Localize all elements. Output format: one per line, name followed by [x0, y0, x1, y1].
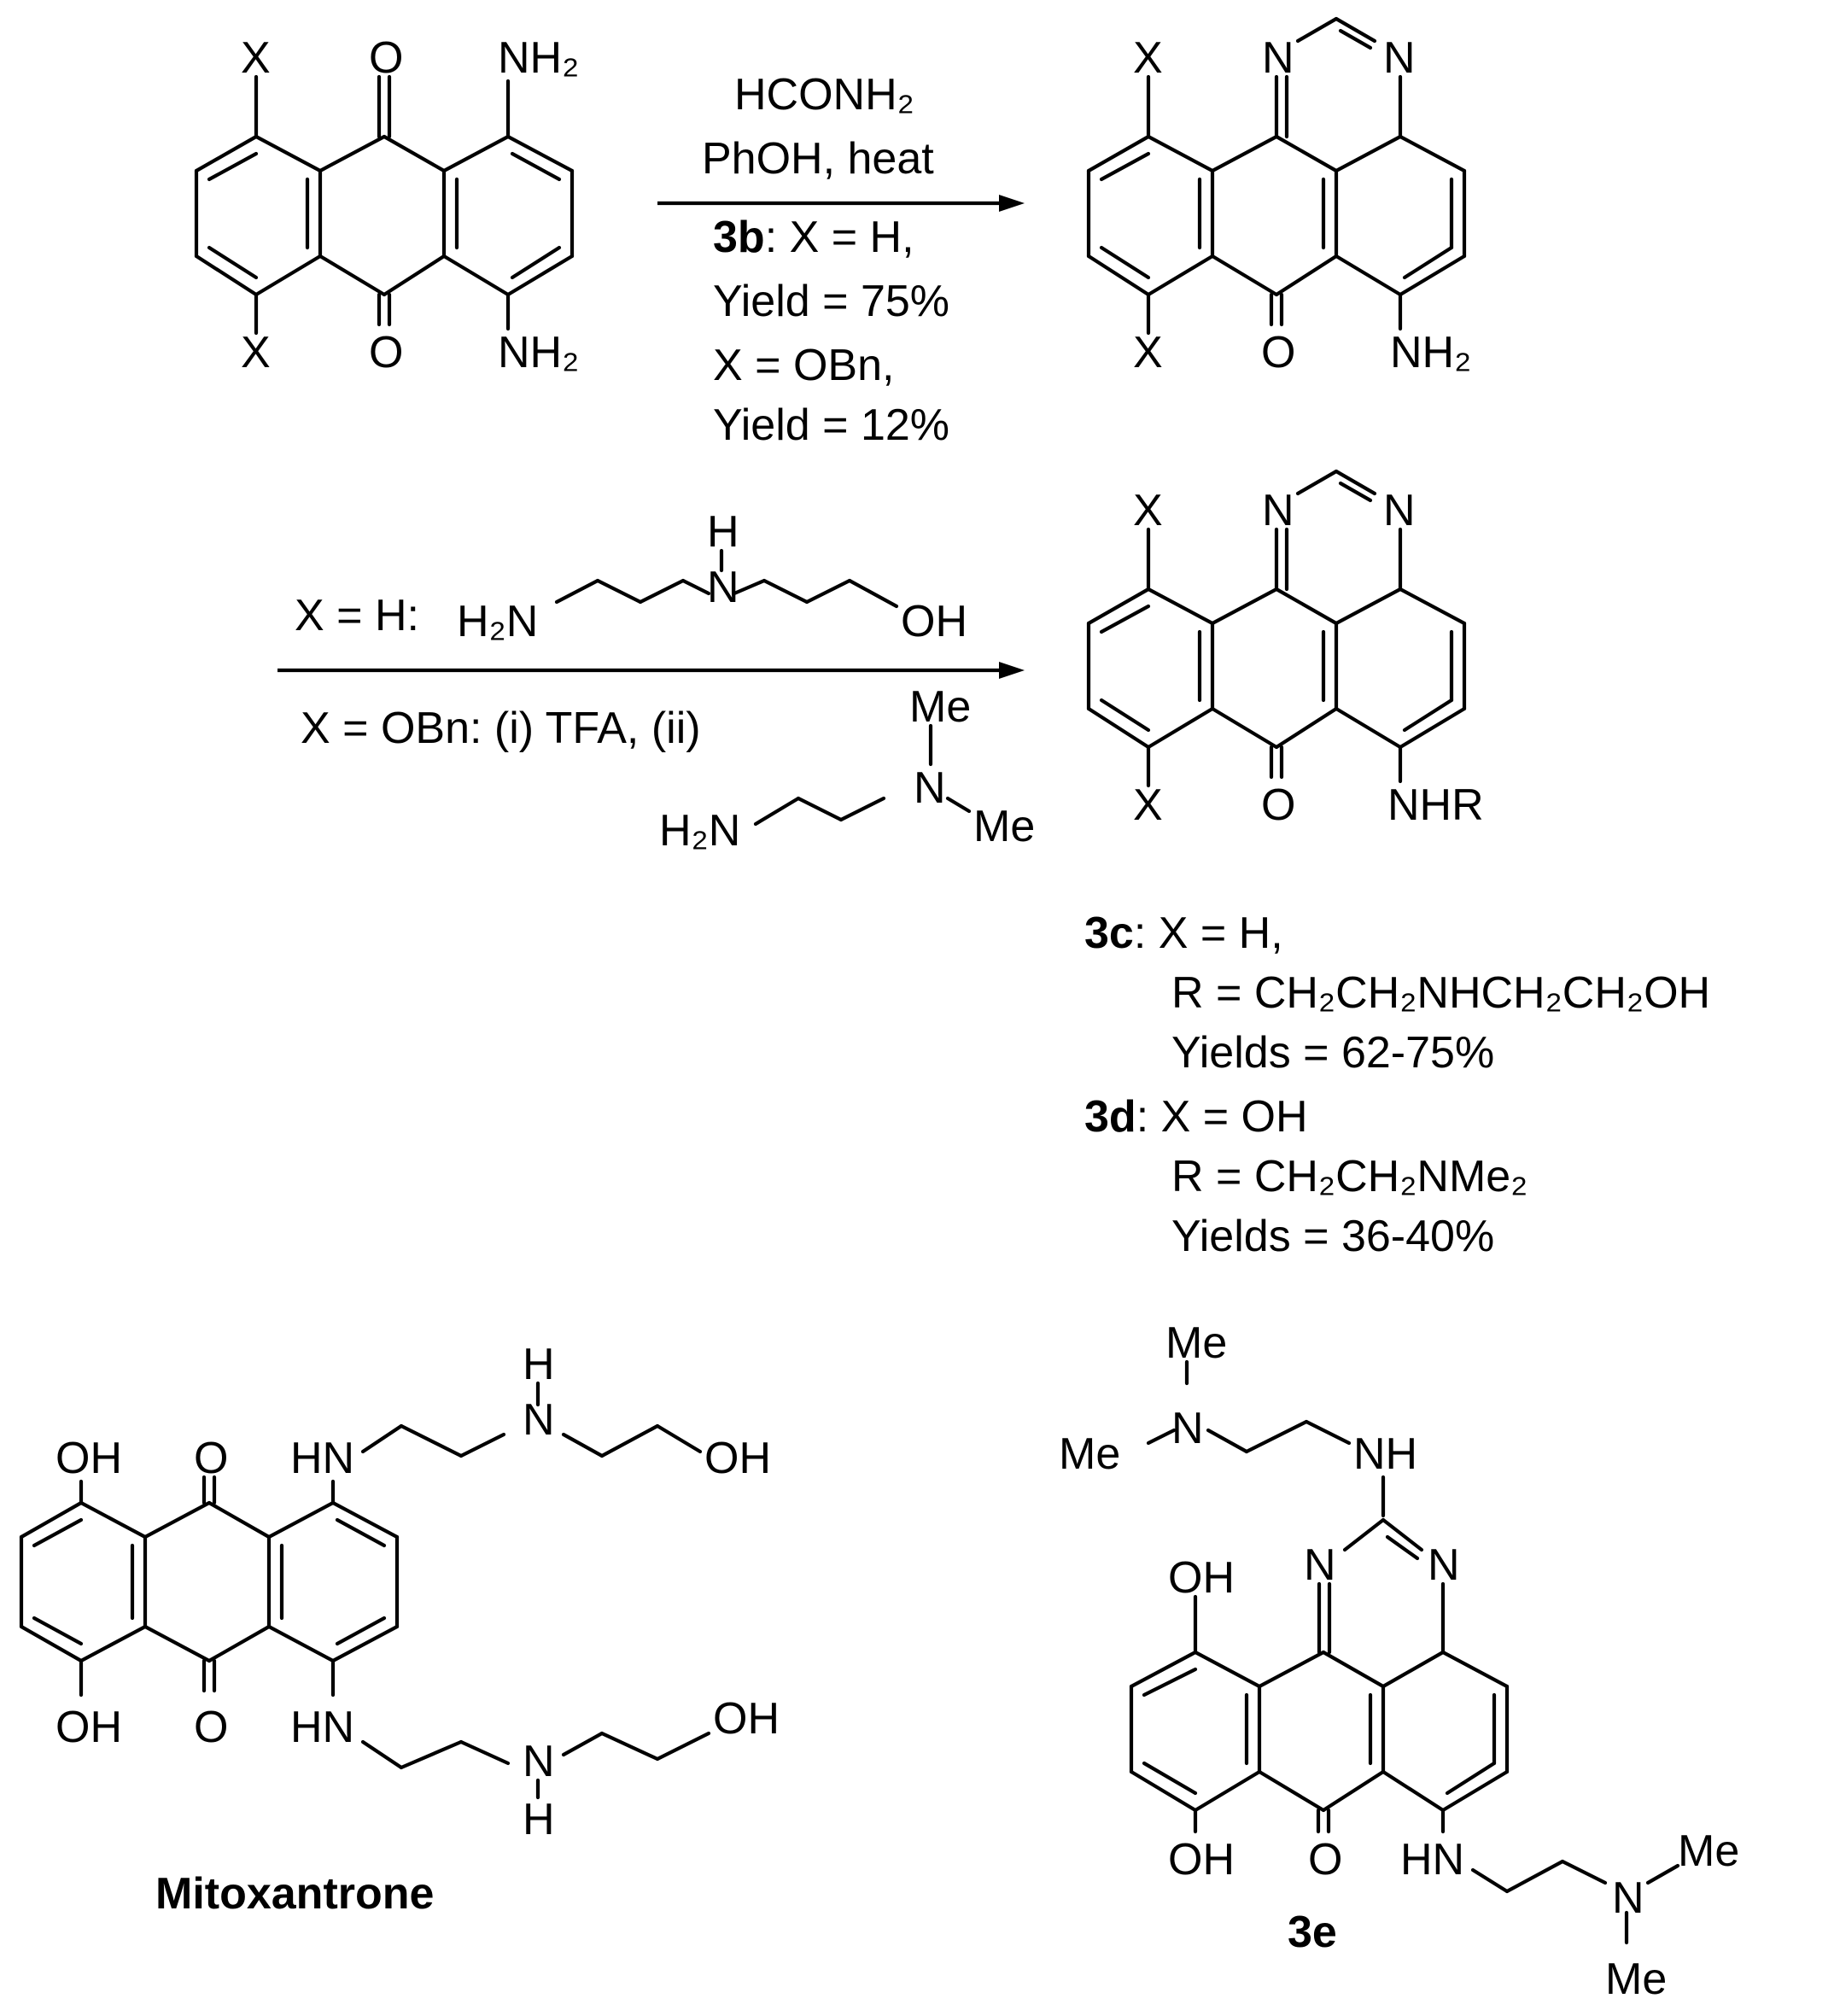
triazine-nitrogen: N	[1304, 1540, 1336, 1590]
tertiary-amine-n: N	[1612, 1873, 1644, 1923]
reagent-formamide: HCONH₂	[734, 70, 914, 120]
hydroxyl-terminus: OH	[901, 597, 967, 646]
methyl-group: Me	[909, 682, 971, 732]
x-substituent: X	[1133, 328, 1163, 377]
condition-obn: X = OBn,	[713, 341, 894, 390]
amine-terminus: H₂N	[457, 597, 538, 646]
x-substituent: X	[241, 33, 271, 83]
product-3c-x-value: : X = H,	[1134, 909, 1283, 958]
amine-nh: HN	[290, 1703, 354, 1752]
x-substituent: X	[1133, 780, 1163, 830]
intermediate-product: X N N X O NH₂	[1086, 16, 1471, 377]
product-3c-yield: Yields = 62-75%	[1171, 1028, 1494, 1078]
amino-group: NH₂	[498, 328, 579, 377]
carbonyl-oxygen: O	[194, 1703, 228, 1752]
secondary-amine-h: H	[523, 1795, 555, 1844]
hydroxyl-group: OH	[1168, 1835, 1235, 1885]
amine-nh: HN	[1400, 1835, 1464, 1885]
product-3d-r: R = CH₂CH₂NMe₂	[1171, 1152, 1527, 1201]
secondary-amine-h: H	[707, 507, 739, 557]
starting-material: X O NH₂ X O NH₂	[194, 33, 579, 377]
yield-obn: Yield = 12%	[713, 400, 949, 450]
yield-3b: Yield = 75%	[713, 277, 949, 326]
product-3c-x: 3c: X = H,	[1084, 909, 1283, 958]
carbonyl-oxygen: O	[194, 1434, 228, 1483]
secondary-amine-h: H	[523, 1340, 555, 1389]
condition-x-obn: X = OBn: (i) TFA, (ii)	[301, 704, 701, 753]
compound-3d-label: 3d	[1084, 1092, 1136, 1142]
compound-3b-label: 3b	[713, 213, 765, 262]
methyl-group: Me	[1165, 1318, 1227, 1368]
triazine-nitrogen: N	[1262, 33, 1294, 83]
carbonyl-oxygen: O	[369, 328, 403, 377]
compound-3c-label: 3c	[1084, 909, 1134, 958]
hydroxyl-group: OH	[704, 1434, 771, 1483]
tertiary-amine-n: N	[914, 763, 946, 813]
tertiary-amine-n: N	[1171, 1404, 1204, 1453]
amine-nh: NH	[1353, 1429, 1417, 1479]
product-definitions: 3c: X = H, R = CH₂CH₂NHCH₂CH₂OH Yields =…	[1084, 909, 1710, 1261]
secondary-amine-n: N	[523, 1395, 555, 1445]
reaction-arrow-1: HCONH₂ PhOH, heat 3b: X = H, Yield = 75%…	[657, 70, 1025, 450]
hydroxyl-group: OH	[55, 1703, 122, 1752]
condition-x-h: X = H:	[295, 591, 419, 640]
mitoxantrone-structure: OH O HN H N OH OH O HN N H OH Mitoxantro…	[19, 1340, 780, 1919]
carbonyl-oxygen: O	[1261, 780, 1295, 830]
triazine-nitrogen: N	[1383, 486, 1416, 535]
x-substituent: X	[1133, 486, 1163, 535]
amine-terminus: H₂N	[659, 806, 740, 856]
product-3d-x: 3d: X = OH	[1084, 1092, 1308, 1142]
final-product-3c-3d: X N N X O NHR	[1086, 469, 1484, 830]
amino-group: NH₂	[498, 33, 579, 83]
mitoxantrone-label: Mitoxantrone	[155, 1869, 434, 1919]
x-substituent: X	[1133, 33, 1163, 83]
product-3c-r: R = CH₂CH₂NHCH₂CH₂OH	[1171, 968, 1710, 1018]
amino-group: NH₂	[1390, 328, 1471, 377]
reagent-aminoethylaminoethanol: H₂N H N OH	[457, 507, 967, 646]
compound-3e-structure: Me Me N NH OH N N OH O HN N Me Me 3e	[1059, 1318, 1739, 2004]
methyl-group: Me	[1059, 1429, 1120, 1479]
secondary-amine-n: N	[523, 1737, 555, 1786]
methyl-group: Me	[973, 802, 1035, 851]
condition-3b-x: : X = H,	[765, 213, 914, 262]
condition-3b: 3b: X = H,	[713, 213, 914, 262]
triazine-nitrogen: N	[1262, 486, 1294, 535]
hydroxyl-group: OH	[55, 1434, 122, 1483]
reagent-phenol: PhOH, heat	[702, 134, 934, 184]
triazine-nitrogen: N	[1383, 33, 1416, 83]
hydroxyl-group: OH	[713, 1694, 780, 1744]
product-3d-yield: Yields = 36-40%	[1171, 1212, 1494, 1261]
reaction-arrow-2: X = H: H₂N H N OH X = OBn: (i) TFA, (ii)	[277, 507, 1035, 856]
reagent-dimethylethylenediamine: H₂N Me N Me	[659, 682, 1035, 856]
amine-nh: HN	[290, 1434, 354, 1483]
compound-3e-label: 3e	[1288, 1908, 1337, 1957]
product-3d-x-value: : X = OH	[1136, 1092, 1308, 1142]
hydroxyl-group: OH	[1168, 1553, 1235, 1603]
secondary-amine-n: N	[707, 563, 739, 612]
carbonyl-oxygen: O	[1261, 328, 1295, 377]
triazine-nitrogen: N	[1428, 1540, 1460, 1590]
methyl-group: Me	[1605, 1955, 1667, 2004]
carbonyl-oxygen: O	[1308, 1835, 1342, 1885]
nhr-group: NHR	[1387, 780, 1484, 830]
x-substituent: X	[241, 328, 271, 377]
carbonyl-oxygen: O	[369, 33, 403, 83]
methyl-group: Me	[1678, 1826, 1739, 1876]
